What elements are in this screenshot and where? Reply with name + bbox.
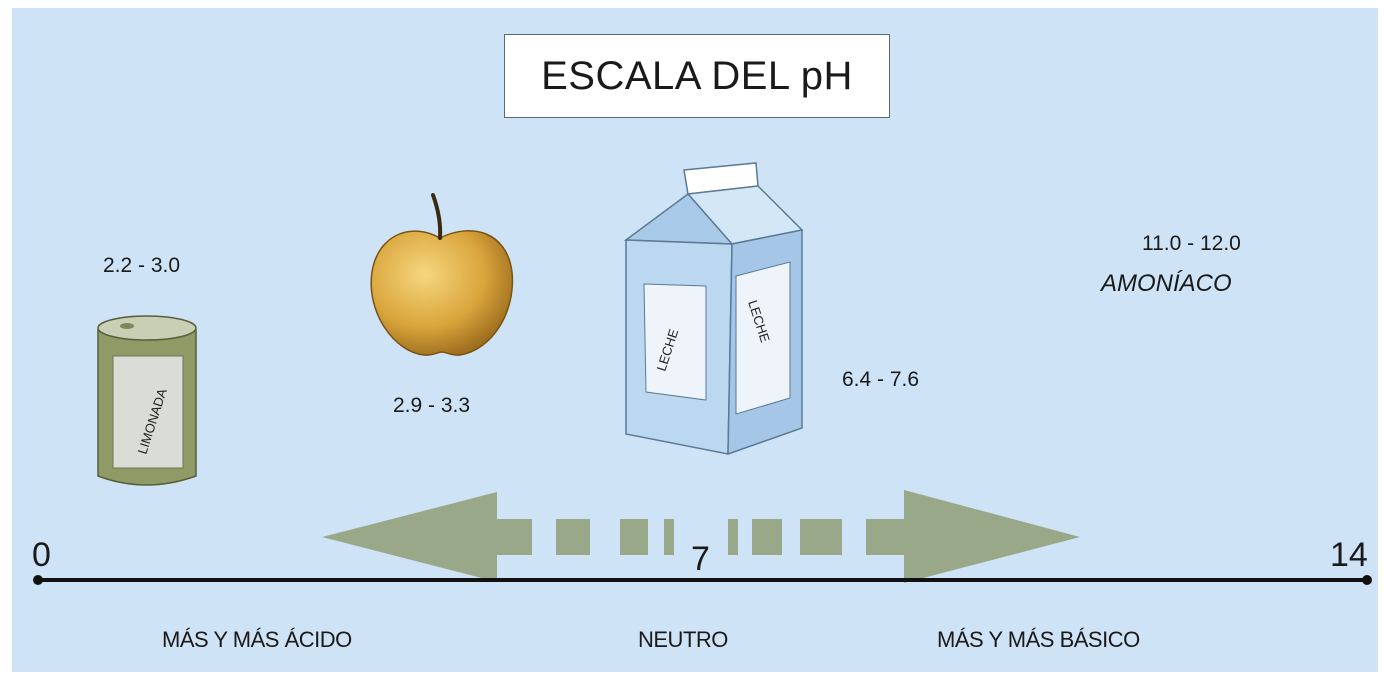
page-title: ESCALA DEL pH [504,34,890,118]
arrow-segment [866,519,906,555]
arrow-segment [664,519,674,555]
scale-neutral-label: 7 [691,540,710,578]
apple-ph-range: 2.9 - 3.3 [393,394,471,417]
carton-front-panel [643,283,707,401]
arrow-segment [496,519,532,555]
milk-carton: LECHE LECHE [623,162,804,456]
scale-min-label: 0 [32,536,51,574]
can-label-panel [112,355,184,469]
left-arrow-head [322,492,497,582]
arrow-segment [752,519,782,555]
ammonia-ph-range: 11.0 - 12.0 [1142,232,1241,255]
acid-base-arrow [322,490,1080,583]
lemonade-can: LIMONADA [97,315,197,486]
right-arrow-head [904,490,1080,583]
milk-ph-range: 6.4 - 7.6 [842,368,920,391]
scale-max-label: 14 [1330,536,1368,574]
scale-start-dot [33,575,43,585]
scale-end-dot [1362,575,1372,585]
basic-region-label: MÁS Y MÁS BÁSICO [937,627,1140,652]
neutral-region-label: NEUTRO [638,627,728,652]
carton-side-panel [735,261,791,415]
apple [370,193,514,356]
lemonade-ph-range: 2.2 - 3.0 [103,254,181,277]
arrow-segment [556,519,590,555]
acid-region-label: MÁS Y MÁS ÁCIDO [162,627,352,652]
arrow-segment [728,519,738,555]
arrow-segment [620,519,648,555]
ammonia-label: AMONÍACO [1101,270,1232,297]
arrow-segment [800,519,842,555]
